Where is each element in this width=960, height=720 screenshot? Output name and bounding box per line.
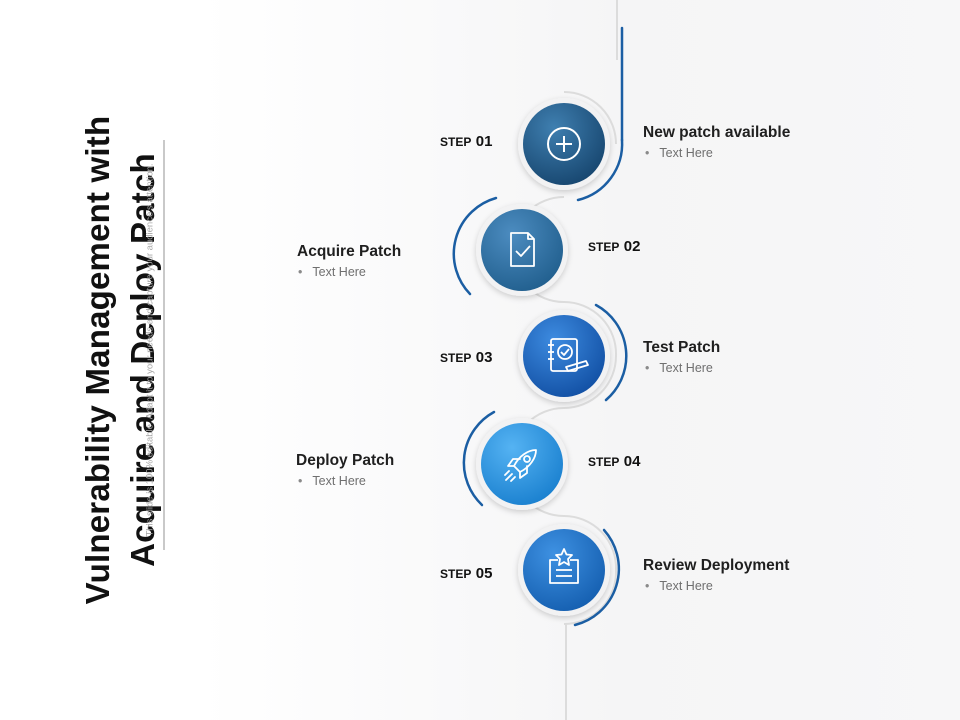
step-5-label: STEP 05 <box>440 565 492 583</box>
step-word: STEP <box>440 351 472 365</box>
step-number: 01 <box>475 133 493 150</box>
step-word: STEP <box>588 455 620 469</box>
step-1-label: STEP 01 <box>440 133 492 151</box>
bullet: • <box>645 146 650 160</box>
step-4-node <box>476 418 568 510</box>
step-5-text: • Text Here <box>645 579 713 593</box>
step-number: 05 <box>475 565 493 582</box>
step-4-text: • Text Here <box>298 474 366 488</box>
badge-star-icon <box>549 548 579 584</box>
step-4-text-value: Text Here <box>312 474 366 488</box>
rocket-icon <box>504 449 537 482</box>
step-2-label: STEP 02 <box>588 238 640 256</box>
step-4-heading: Deploy Patch <box>296 452 395 469</box>
step-4-label: STEP 04 <box>588 453 640 471</box>
step-3-heading: Test Patch <box>643 339 721 356</box>
step-2-heading: Acquire Patch <box>297 243 402 260</box>
step-number: 03 <box>475 349 493 366</box>
step-1-heading: New patch available <box>643 124 791 141</box>
step-3-node <box>518 310 610 402</box>
bullet: • <box>298 474 303 488</box>
accent-divider <box>163 140 165 550</box>
step-2-text-value: Text Here <box>312 265 366 279</box>
step-1-text-value: Text Here <box>659 146 713 160</box>
step-3-label: STEP 03 <box>440 349 492 367</box>
accent-arcs <box>452 26 628 627</box>
bullet: • <box>645 579 650 593</box>
step-number: 04 <box>623 453 641 470</box>
step-5-node <box>518 524 610 616</box>
step-number: 02 <box>623 238 641 255</box>
plus-circle-icon <box>547 127 581 161</box>
bullet: • <box>645 361 650 375</box>
connector-path <box>510 0 618 720</box>
step-5-heading: Review Deployment <box>643 557 790 574</box>
step-1-text: • Text Here <box>645 146 713 160</box>
document-check-icon <box>510 232 535 267</box>
step-word: STEP <box>440 567 472 581</box>
step-3-text: • Text Here <box>645 361 713 375</box>
bullet: • <box>298 265 303 279</box>
step-2-text: • Text Here <box>298 265 366 279</box>
step-word: STEP <box>588 240 620 254</box>
step-2-node <box>476 204 568 296</box>
step-word: STEP <box>440 135 472 149</box>
step-3-text-value: Text Here <box>659 361 713 375</box>
notebook-check-icon <box>548 338 589 372</box>
step-5-text-value: Text Here <box>659 579 713 593</box>
step-1-node <box>518 98 610 190</box>
